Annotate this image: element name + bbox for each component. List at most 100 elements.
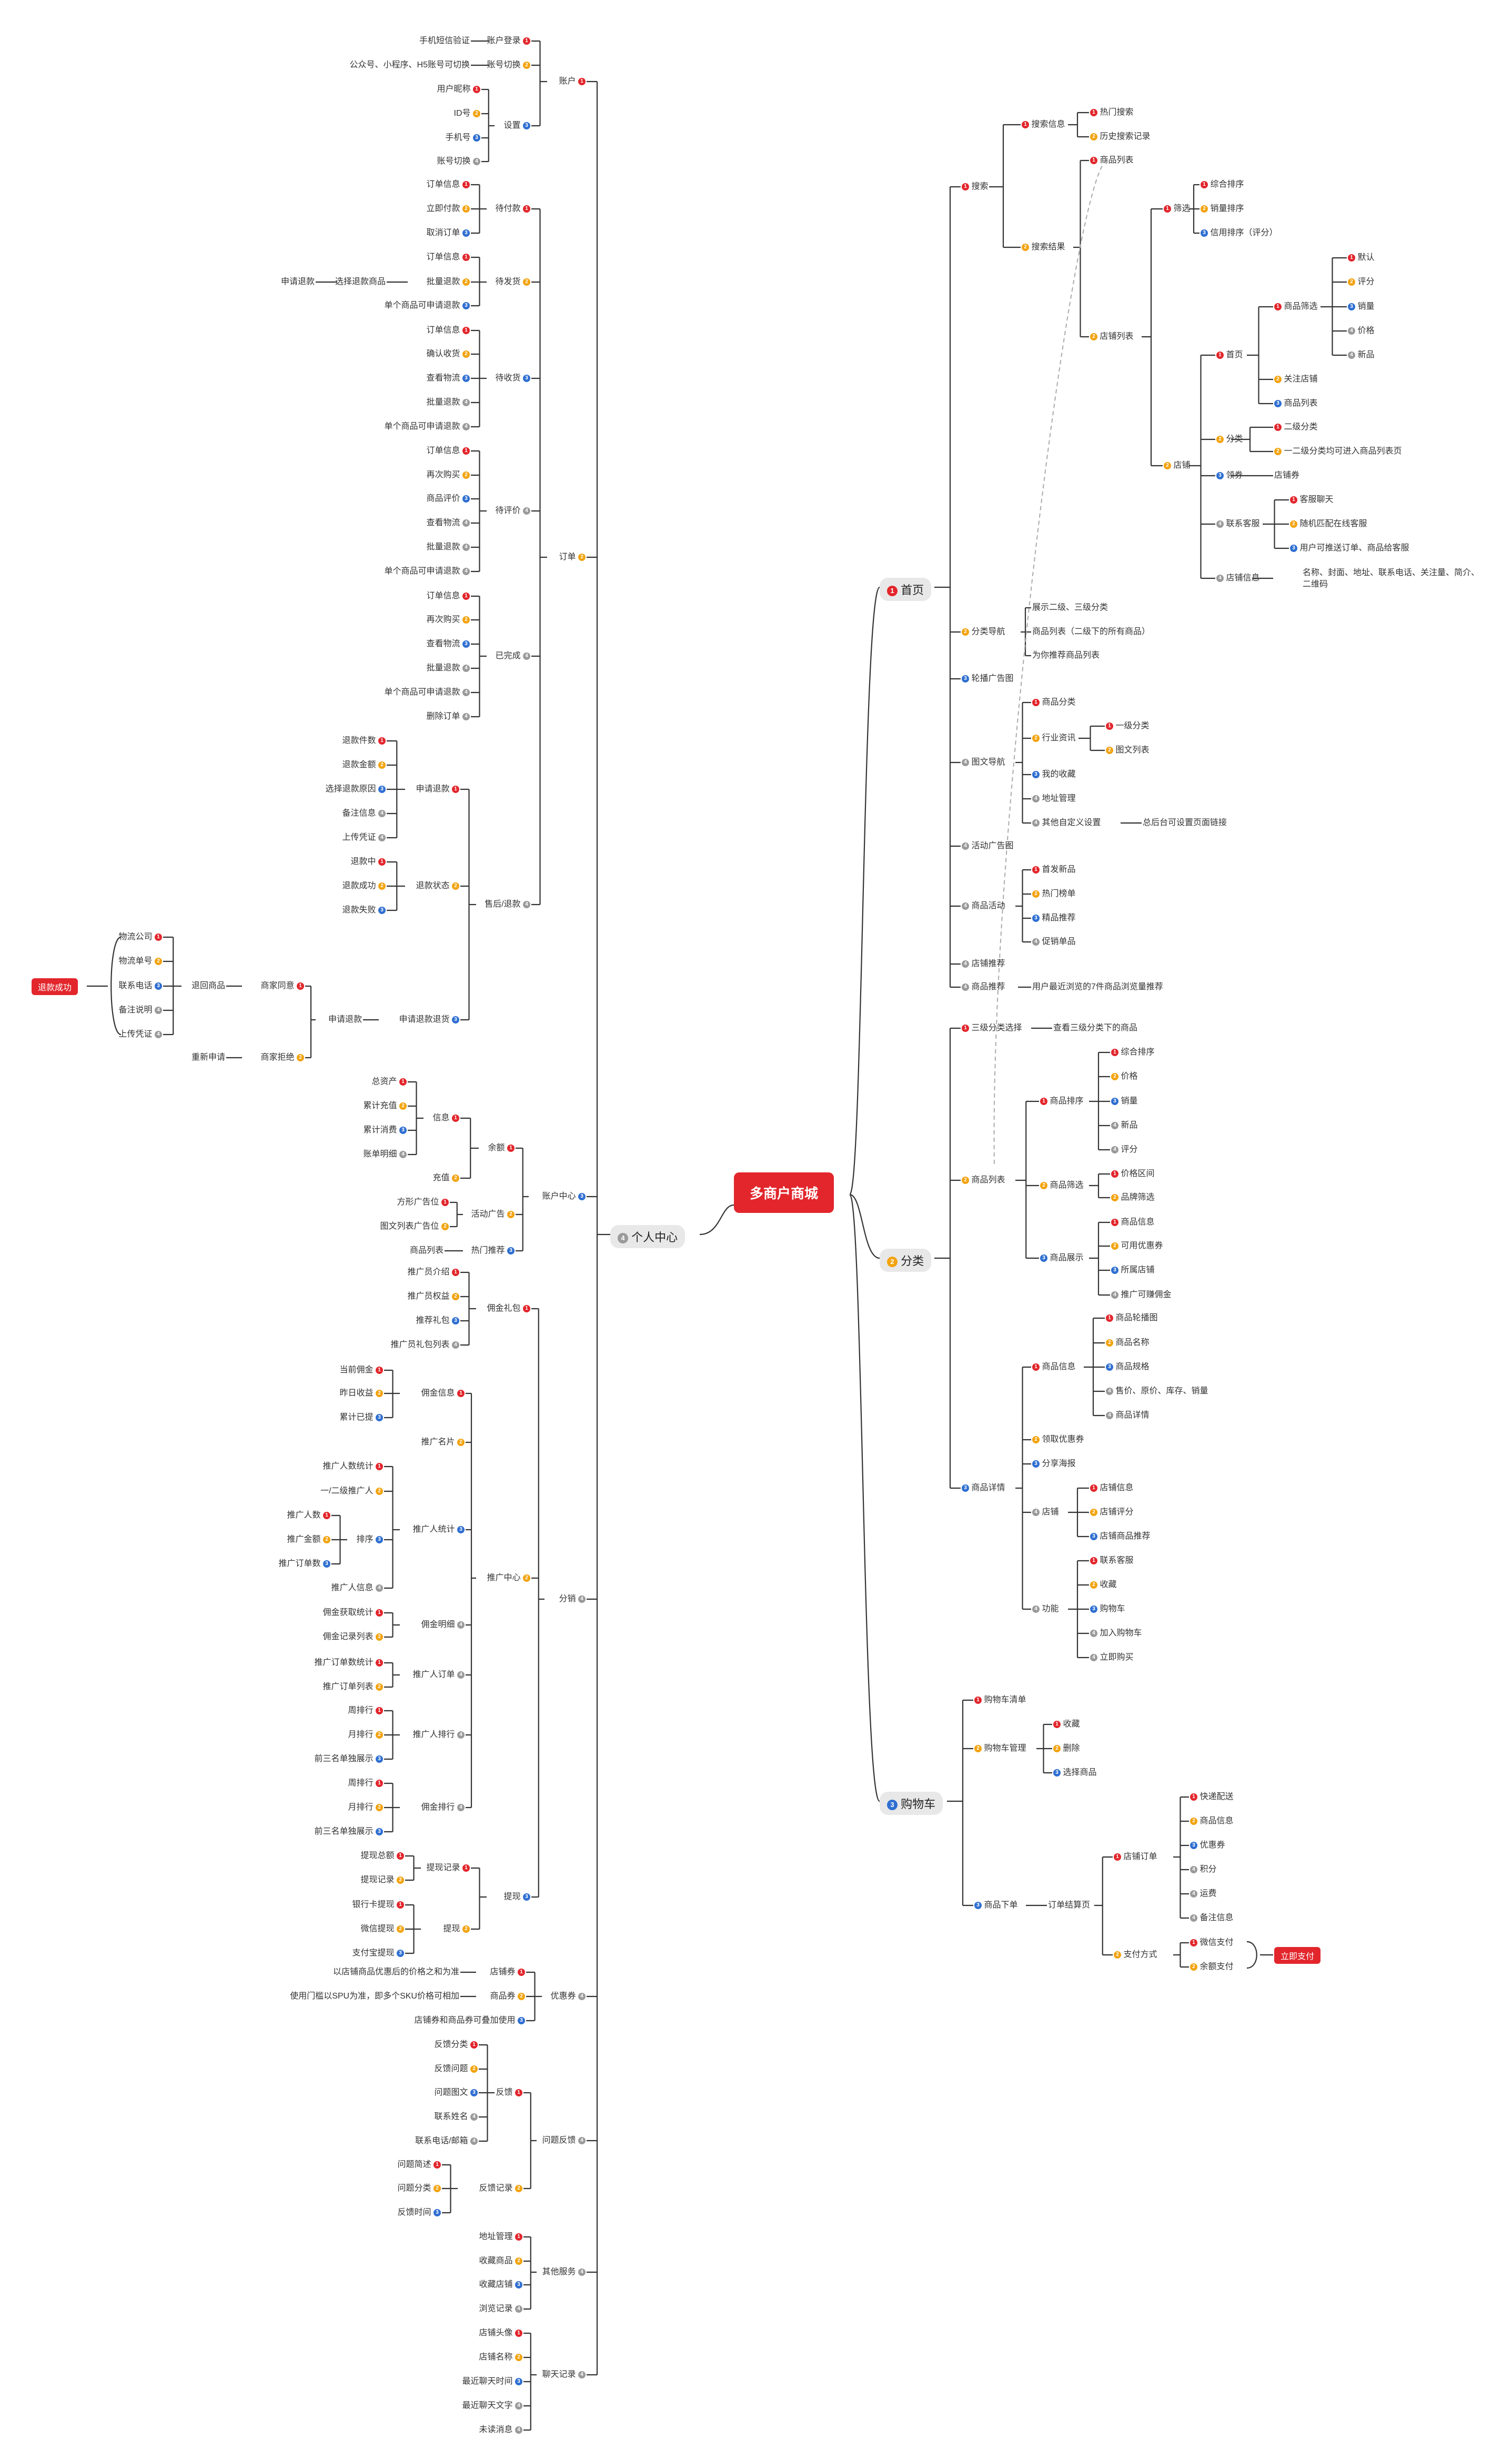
mindmap-node: 2 行业资讯	[1032, 733, 1075, 744]
priority-badge-icon: 3	[1201, 229, 1208, 237]
node-label: 推广金额	[287, 1535, 321, 1544]
mindmap-node: 展示二级、三级分类	[1032, 603, 1108, 613]
node-label: 收藏	[1100, 1580, 1117, 1589]
node-label: 申请退款退货	[399, 1015, 450, 1024]
priority-badge-icon: 1	[515, 2233, 522, 2241]
node-label: 总后台可设置页面链接	[1143, 818, 1227, 827]
node-label: 退款金额	[342, 760, 376, 769]
node-label: 热门榜单	[1042, 889, 1076, 898]
node-label: 商品详情	[1115, 1411, 1150, 1420]
dashed-link	[993, 160, 1107, 1166]
priority-badge-icon: 2	[473, 109, 480, 117]
mindmap-node: 问题分类 2	[398, 2183, 441, 2194]
priority-badge-icon: 3	[1274, 399, 1282, 407]
mindmap-node: 退款件数 1	[342, 736, 386, 746]
mindmap-node: 佣金记录列表 2	[323, 1632, 383, 1642]
mindmap-node: 余额 1	[488, 1143, 515, 1153]
node-label: 问题反馈	[542, 2136, 576, 2145]
mindmap-node: 3 店铺商品推荐	[1090, 1531, 1150, 1542]
node-label: 商品下单	[984, 1901, 1018, 1910]
node-label: 推广中心	[487, 1573, 521, 1582]
priority-badge-icon: 1	[376, 1707, 383, 1714]
mindmap-node: 2 销量排序	[1201, 204, 1244, 214]
node-label: 昨日收益	[339, 1389, 374, 1398]
mindmap-node: 推广名片 2	[421, 1437, 465, 1448]
priority-badge-icon: 2	[1111, 1072, 1118, 1080]
node-label: 三级分类选择	[971, 1023, 1022, 1032]
mindmap-node: 账户登录 1	[487, 36, 530, 46]
priority-badge-icon: 2	[434, 2184, 441, 2192]
node-label: 反馈记录	[479, 2184, 513, 2193]
mindmap-node: 佣金信息 1	[421, 1388, 465, 1399]
mindmap-node: 订单 2	[559, 552, 586, 563]
mindmap-node: 重新申请	[191, 1052, 225, 1063]
mindmap-node: 删除订单 4	[427, 711, 470, 722]
node-label: 批量退款	[426, 543, 460, 551]
pay-now-pill: 立即支付	[1274, 1947, 1321, 1964]
priority-badge-icon: 1	[441, 1198, 449, 1206]
mindmap-node: 3 商品详情	[962, 1483, 1005, 1493]
node-label: 图文列表	[1115, 746, 1150, 755]
mindmap-node: 订单信息 1	[427, 325, 470, 336]
node-label: 立即付款	[426, 204, 460, 213]
node-label: 一/二级推广人	[320, 1487, 374, 1496]
priority-badge-icon: 4	[462, 398, 470, 406]
mindmap-node: 1 商品排序	[1040, 1096, 1083, 1107]
mindmap-node: 店铺名称 2	[479, 2352, 522, 2363]
mindmap-node: 2 商品列表	[962, 1175, 1005, 1186]
mindmap-node: 待评价 4	[496, 506, 530, 516]
priority-badge-icon: 1	[462, 253, 470, 261]
priority-badge-icon: 1	[523, 205, 530, 213]
mindmap-node: 4 地址管理	[1032, 794, 1075, 804]
priority-badge-icon: 1	[473, 85, 480, 93]
priority-badge-icon: 2	[470, 2065, 478, 2073]
node-label: 价格区间	[1121, 1169, 1155, 1178]
mindmap-node: 月排行 2	[348, 1730, 383, 1740]
priority-badge-icon: 4	[618, 1233, 628, 1244]
node-label: 分类	[898, 1254, 924, 1268]
mindmap-node: 其他服务 4	[542, 2267, 586, 2277]
node-label: 备注说明	[118, 1006, 153, 1015]
refund-success-pill: 退款成功	[32, 978, 78, 995]
mindmap-node: 问题简述 1	[398, 2160, 441, 2170]
node-label: 推广员权益	[407, 1292, 450, 1301]
node-label: 地址管理	[1042, 794, 1076, 803]
mindmap-node: 1 店铺订单	[1114, 1852, 1157, 1862]
priority-badge-icon: 1	[376, 1609, 383, 1617]
mindmap-node: 热门推荐 3	[471, 1246, 515, 1256]
node-label: 新品	[1121, 1121, 1138, 1130]
mindmap-node: 待发货 2	[496, 277, 530, 287]
priority-badge-icon: 3	[523, 122, 530, 129]
mindmap-node: 选择退款商品	[335, 277, 386, 287]
mindmap-node: 推广员介绍 1	[408, 1267, 459, 1278]
node-label: 价格	[1357, 326, 1375, 335]
priority-badge-icon: 4	[578, 2136, 586, 2144]
node-label: 购物车	[898, 1798, 936, 1811]
node-label: 功能	[1042, 1604, 1059, 1613]
priority-badge-icon: 2	[523, 278, 530, 286]
node-label: 推广人信息	[331, 1583, 374, 1592]
node-label: 商品信息	[1199, 1816, 1234, 1825]
priority-badge-icon: 4	[1032, 938, 1040, 946]
node-label: 售价、原价、库存、销量	[1115, 1387, 1208, 1396]
priority-badge-icon: 1	[1090, 1557, 1097, 1564]
node-label: 已完成	[495, 651, 521, 660]
priority-badge-icon: 2	[462, 471, 470, 479]
mindmap-node: 1 二级分类	[1274, 422, 1317, 433]
mindmap-node: 待付款 1	[496, 204, 530, 214]
priority-badge-icon: 2	[1090, 133, 1097, 140]
priority-badge-icon: 1	[515, 2329, 522, 2337]
priority-badge-icon: 1	[462, 180, 470, 188]
node-label: 加入购物车	[1100, 1629, 1142, 1638]
node-label: 精品推荐	[1042, 914, 1076, 922]
node-label: 订单结算页	[1048, 1901, 1091, 1910]
priority-badge-icon: 2	[962, 1176, 969, 1184]
node-label: 商品列表	[1100, 156, 1134, 165]
node-label: 商品轮播图	[1115, 1313, 1158, 1322]
priority-badge-icon: 1	[1111, 1048, 1118, 1056]
priority-badge-icon: 1	[378, 858, 386, 866]
node-label: 客服聊天	[1299, 495, 1334, 504]
l1-personal: 4 个人中心	[610, 1225, 686, 1248]
priority-badge-icon: 1	[376, 1366, 383, 1374]
node-label: 聊天记录	[542, 2370, 576, 2379]
